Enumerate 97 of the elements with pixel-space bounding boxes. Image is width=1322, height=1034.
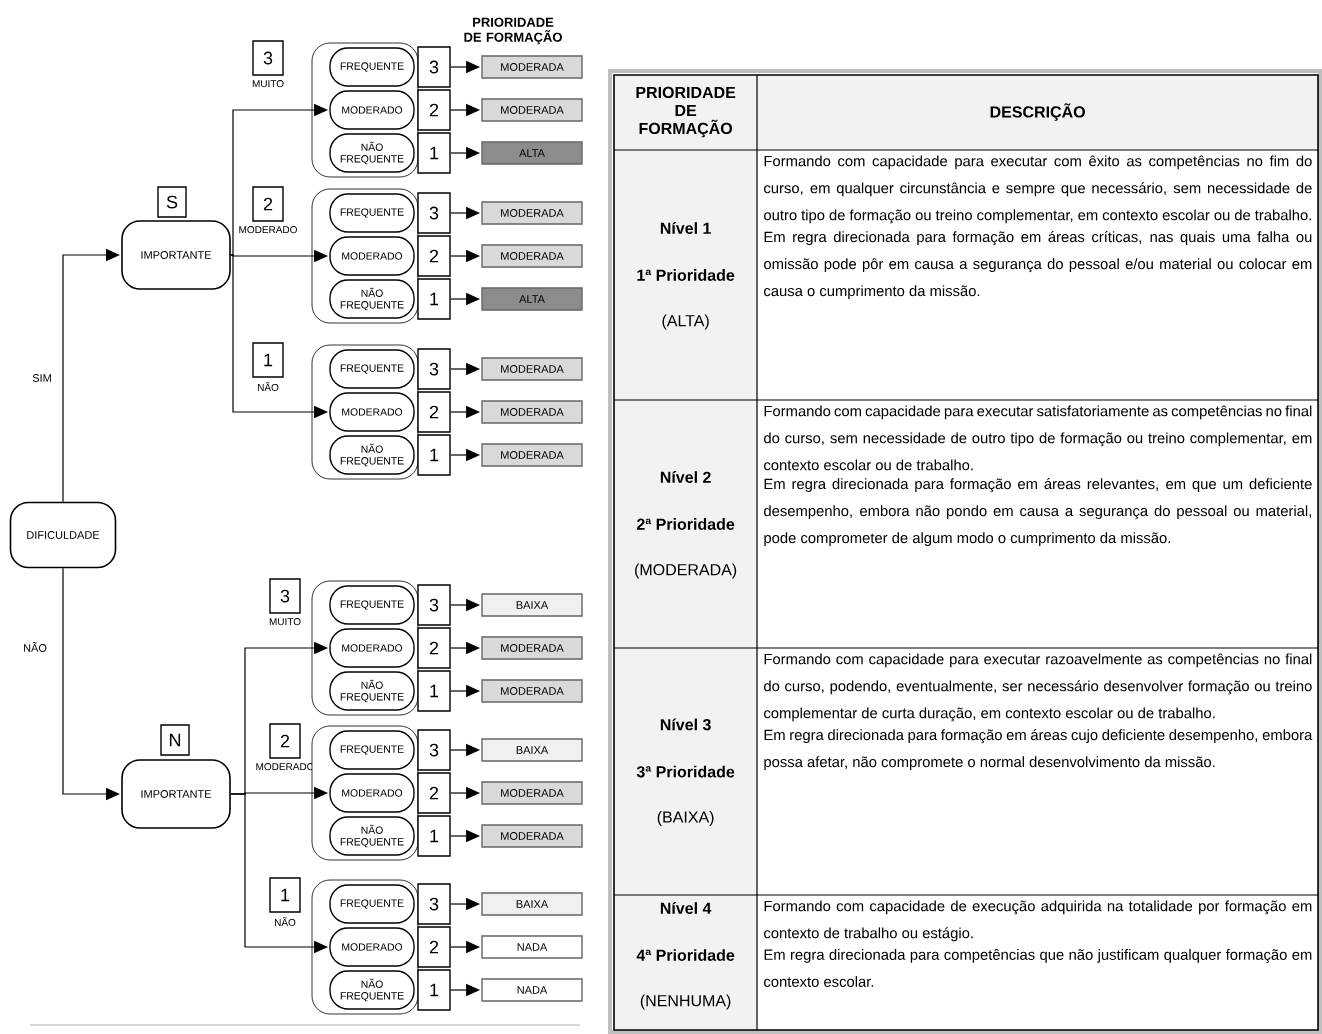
option-pill: MODERADO bbox=[329, 927, 415, 967]
priority-value: (ALTA) bbox=[662, 314, 709, 330]
option-pill: FREQUENTE bbox=[329, 585, 415, 625]
option-label: MUITO bbox=[252, 80, 284, 88]
score-box: 2 bbox=[417, 627, 451, 669]
option-pill: MODERADO bbox=[329, 628, 415, 668]
rounded-box: IMPORTANTE bbox=[121, 220, 231, 290]
option-pill: NÃO FREQUENTE bbox=[329, 816, 415, 856]
priority-label: 1ª Prioridade bbox=[637, 269, 735, 281]
priority-box: MODERADA bbox=[481, 824, 583, 848]
priority-value: (NENHUMA) bbox=[640, 994, 731, 1010]
option-pill: NÃO FREQUENTE bbox=[329, 279, 415, 319]
score-box: 2 bbox=[417, 772, 451, 814]
score-box: 1 bbox=[269, 877, 301, 913]
edge-label: NÃO bbox=[24, 642, 47, 652]
description-text: Em regra direcionada para competências que não justificam qualquer formação em contexto escolar. bbox=[764, 949, 1312, 987]
score-box: 2 bbox=[417, 89, 451, 131]
description-text: Em regra direcionada para formação em áreas cujo deficiente desempenho, embora possa afetar, não compromete o normal desenvolvimento da missão. bbox=[764, 729, 1313, 771]
description-text: Em regra direcionada para formação em áreas relevantes, em que um deficiente desempenho, embora não pondo em causa a segurança do pessoal ou material, pode comprometer de algum modo o cumprimento da missão. bbox=[764, 478, 1312, 547]
option-pill: FREQUENTE bbox=[329, 349, 415, 389]
score-box: 2 bbox=[417, 235, 451, 277]
option-pill: MODERADO bbox=[329, 773, 415, 813]
level-label: Nível 2 bbox=[660, 471, 711, 483]
priority-box: MODERADA bbox=[481, 55, 583, 79]
score-box: 2 bbox=[417, 391, 451, 433]
priority-label: 4ª Prioridade bbox=[636, 949, 735, 961]
priority-value: (MODERADA) bbox=[635, 563, 737, 579]
description-text: Em regra direcionada para formação em áreas críticas, nas quais uma falha ou omissão pode pôr em causa a segurança do pessoal e/ou material ou colocar em causa o cumprimento da missão. bbox=[764, 231, 1312, 300]
score-box: 3 bbox=[417, 46, 451, 88]
priority-label: 2ª Prioridade bbox=[636, 518, 735, 530]
level-label: Nível 1 bbox=[660, 222, 711, 234]
score-box: 2 bbox=[417, 926, 451, 968]
option-label: NÃO bbox=[275, 917, 296, 926]
priority-box: NADA bbox=[481, 978, 583, 1002]
score-box: 1 bbox=[417, 815, 451, 857]
priority-value: (BAIXA) bbox=[657, 810, 714, 826]
option-pill: NÃO FREQUENTE bbox=[329, 133, 415, 173]
score-box: 3 bbox=[417, 883, 451, 925]
rounded-box: IMPORTANTE bbox=[121, 759, 231, 829]
priority-box: MODERADA bbox=[481, 244, 583, 268]
score-box: 3 bbox=[252, 40, 284, 76]
priority-box: NADA bbox=[481, 935, 583, 959]
priority-box: MODERADA bbox=[481, 636, 583, 660]
description-text: Formando com capacidade de execução adquirida na totalidade por formação em contexto de trabalho ou estágio. bbox=[764, 900, 1312, 942]
priority-box: MODERADA bbox=[481, 98, 583, 122]
priority-box: MODERADA bbox=[481, 357, 583, 381]
option-pill: FREQUENTE bbox=[329, 884, 415, 924]
priority-box: MODERADA bbox=[481, 201, 583, 225]
priority-box: MODERADA bbox=[481, 781, 583, 805]
option-pill: MODERADO bbox=[329, 90, 415, 130]
option-label: MUITO bbox=[269, 618, 301, 626]
priority-label: 3ª Prioridade bbox=[636, 765, 735, 778]
score-box: 1 bbox=[417, 670, 451, 712]
description-text: Formando com capacidade para executar com êxito as competências no fim do curso, em qualquer circunstância e sempre que necessário, sem necessidade de outro tipo de formação ou treino complementar, em contexto escolar ou de trabalho. bbox=[764, 155, 1312, 224]
option-label: NÃO bbox=[258, 382, 279, 391]
priority-box: BAIXA bbox=[481, 892, 583, 916]
arrow bbox=[62, 248, 120, 503]
score-box: N bbox=[160, 724, 190, 756]
description-text: Formando com capacidade para executar satisfatoriamente as competências no final do curso, sem necessidade de outro tipo de formação ou treino complementar, em contexto escolar ou de trabalho. bbox=[764, 405, 1312, 471]
priority-box: BAIXA bbox=[481, 738, 583, 762]
rounded-box: DIFICULDADE bbox=[9, 501, 117, 569]
option-pill: NÃO FREQUENTE bbox=[329, 435, 415, 475]
option-pill: MODERADO bbox=[329, 236, 415, 276]
priority-box: BAIXA bbox=[481, 593, 583, 617]
score-box: 2 bbox=[269, 723, 301, 759]
score-box: 1 bbox=[252, 342, 284, 378]
option-pill: NÃO FREQUENTE bbox=[329, 970, 415, 1010]
score-box: 1 bbox=[417, 132, 451, 174]
option-label: MODERADO bbox=[256, 763, 314, 771]
column-heading: PRIORIDADE DE FORMAÇÃO bbox=[464, 17, 562, 45]
description-text: Formando com capacidade para executar razoavelmente as competências no final do curso, podendo, eventualmente, ser necessário desenvolver formação ou treino complementar de curta duração, em contexto escolar ou de trabalho. bbox=[764, 653, 1312, 722]
edge-label: SIM bbox=[32, 374, 51, 382]
column-header: PRIORIDADE DE FORMAÇÃO bbox=[636, 86, 736, 138]
priority-box: ALTA bbox=[481, 141, 583, 165]
score-box: 1 bbox=[417, 434, 451, 476]
score-box: 3 bbox=[417, 729, 451, 771]
column-header: DESCRIÇÃO bbox=[990, 103, 1085, 121]
score-box: 2 bbox=[252, 186, 284, 222]
priority-box: ALTA bbox=[481, 287, 583, 311]
priority-box: MODERADA bbox=[481, 443, 583, 467]
score-box: 3 bbox=[269, 578, 301, 614]
option-pill: NÃO FREQUENTE bbox=[329, 671, 415, 711]
score-box: S bbox=[157, 186, 187, 218]
level-label: Nível 3 bbox=[660, 718, 711, 731]
option-pill: FREQUENTE bbox=[329, 193, 415, 233]
score-box: 1 bbox=[417, 278, 451, 320]
priority-box: MODERADA bbox=[481, 679, 583, 703]
option-pill: FREQUENTE bbox=[329, 47, 415, 87]
option-label: MODERADO bbox=[239, 226, 297, 234]
level-label: Nível 4 bbox=[660, 902, 712, 914]
score-box: 3 bbox=[417, 584, 451, 626]
score-box: 3 bbox=[417, 348, 451, 390]
score-box: 1 bbox=[417, 969, 451, 1011]
option-pill: MODERADO bbox=[329, 392, 415, 432]
priority-box: MODERADA bbox=[481, 400, 583, 424]
option-pill: FREQUENTE bbox=[329, 730, 415, 770]
score-box: 3 bbox=[417, 192, 451, 234]
